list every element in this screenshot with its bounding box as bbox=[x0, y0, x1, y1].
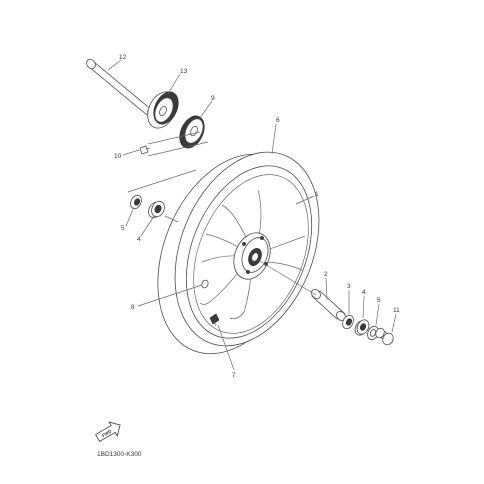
balance-weight[interactable] bbox=[201, 279, 209, 289]
left-oil-seal[interactable] bbox=[129, 194, 144, 211]
callout-6: 6 bbox=[276, 117, 280, 124]
left-bearing[interactable] bbox=[146, 199, 167, 220]
callout-1: 1 bbox=[315, 191, 319, 198]
callout-5-right: 5 bbox=[377, 297, 381, 304]
leader-lines bbox=[107, 59, 397, 371]
callout-10: 10 bbox=[114, 153, 122, 160]
tire-valve[interactable] bbox=[209, 313, 220, 327]
callout-12: 12 bbox=[119, 54, 127, 61]
forward-label: FWD bbox=[101, 428, 113, 438]
right-bearing-a[interactable] bbox=[341, 314, 356, 331]
right-bearing-b[interactable] bbox=[353, 318, 371, 337]
callout-8: 8 bbox=[131, 304, 135, 311]
callout-4-right: 4 bbox=[362, 289, 366, 296]
diagram-reference-code: 1BD1300-K300 bbox=[97, 451, 142, 458]
callout-9: 9 bbox=[211, 95, 215, 102]
spacer-collar[interactable] bbox=[310, 288, 348, 323]
right-collar[interactable] bbox=[374, 327, 395, 347]
callout-11: 11 bbox=[393, 307, 400, 314]
forward-arrow-icon: FWD bbox=[95, 421, 121, 443]
cast-wheel[interactable] bbox=[172, 158, 331, 351]
callout-5-left: 5 bbox=[121, 225, 125, 232]
callout-7: 7 bbox=[232, 372, 236, 379]
callout-3: 3 bbox=[347, 283, 351, 290]
sensor-rotor[interactable] bbox=[175, 112, 209, 152]
callout-13: 13 bbox=[180, 68, 188, 75]
callout-2: 2 bbox=[324, 271, 328, 278]
hub-plate[interactable] bbox=[142, 87, 183, 132]
front-axle[interactable] bbox=[85, 58, 154, 117]
bolt[interactable] bbox=[139, 145, 151, 155]
callout-4-left: 4 bbox=[137, 236, 141, 243]
